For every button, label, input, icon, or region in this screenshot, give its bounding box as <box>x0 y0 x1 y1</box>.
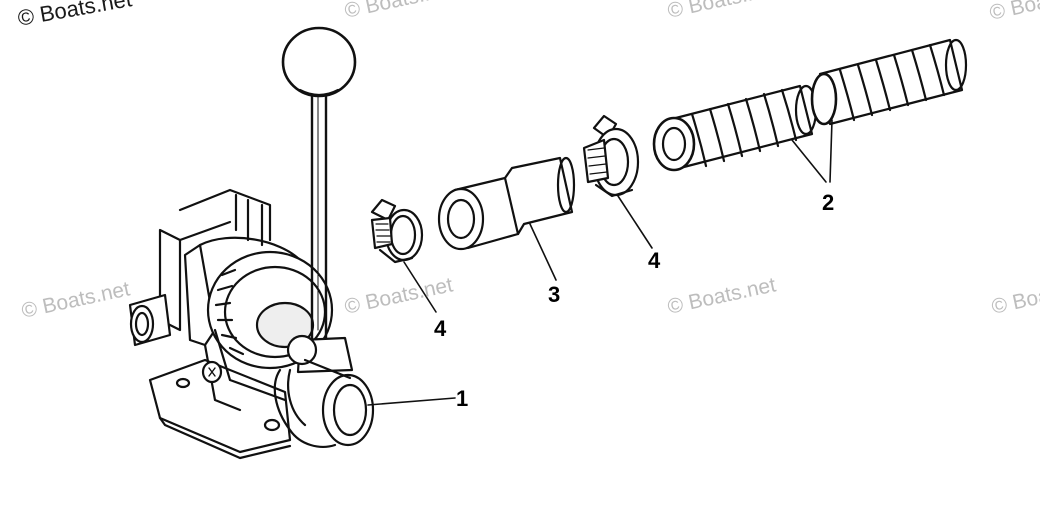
bilge-pump-assembly <box>128 26 375 460</box>
callout-4-left: 4 <box>434 316 447 341</box>
corrugated-hose <box>652 38 968 172</box>
leader-line-4-right <box>617 195 653 249</box>
leader-line-2b <box>829 119 833 183</box>
hose-adapter-sleeve <box>437 156 576 251</box>
leader-lines <box>367 119 833 406</box>
leader-line-2a <box>791 139 827 183</box>
hose-clamp-left <box>370 198 424 264</box>
callout-3: 3 <box>548 282 561 307</box>
leader-line-3 <box>529 223 557 281</box>
leader-line-4-left <box>403 261 437 313</box>
leader-line-1 <box>367 397 456 406</box>
callout-1: 1 <box>456 386 469 411</box>
hose-clamp-right <box>582 114 640 198</box>
callout-2: 2 <box>822 190 835 215</box>
callout-4-right: 4 <box>648 248 661 273</box>
